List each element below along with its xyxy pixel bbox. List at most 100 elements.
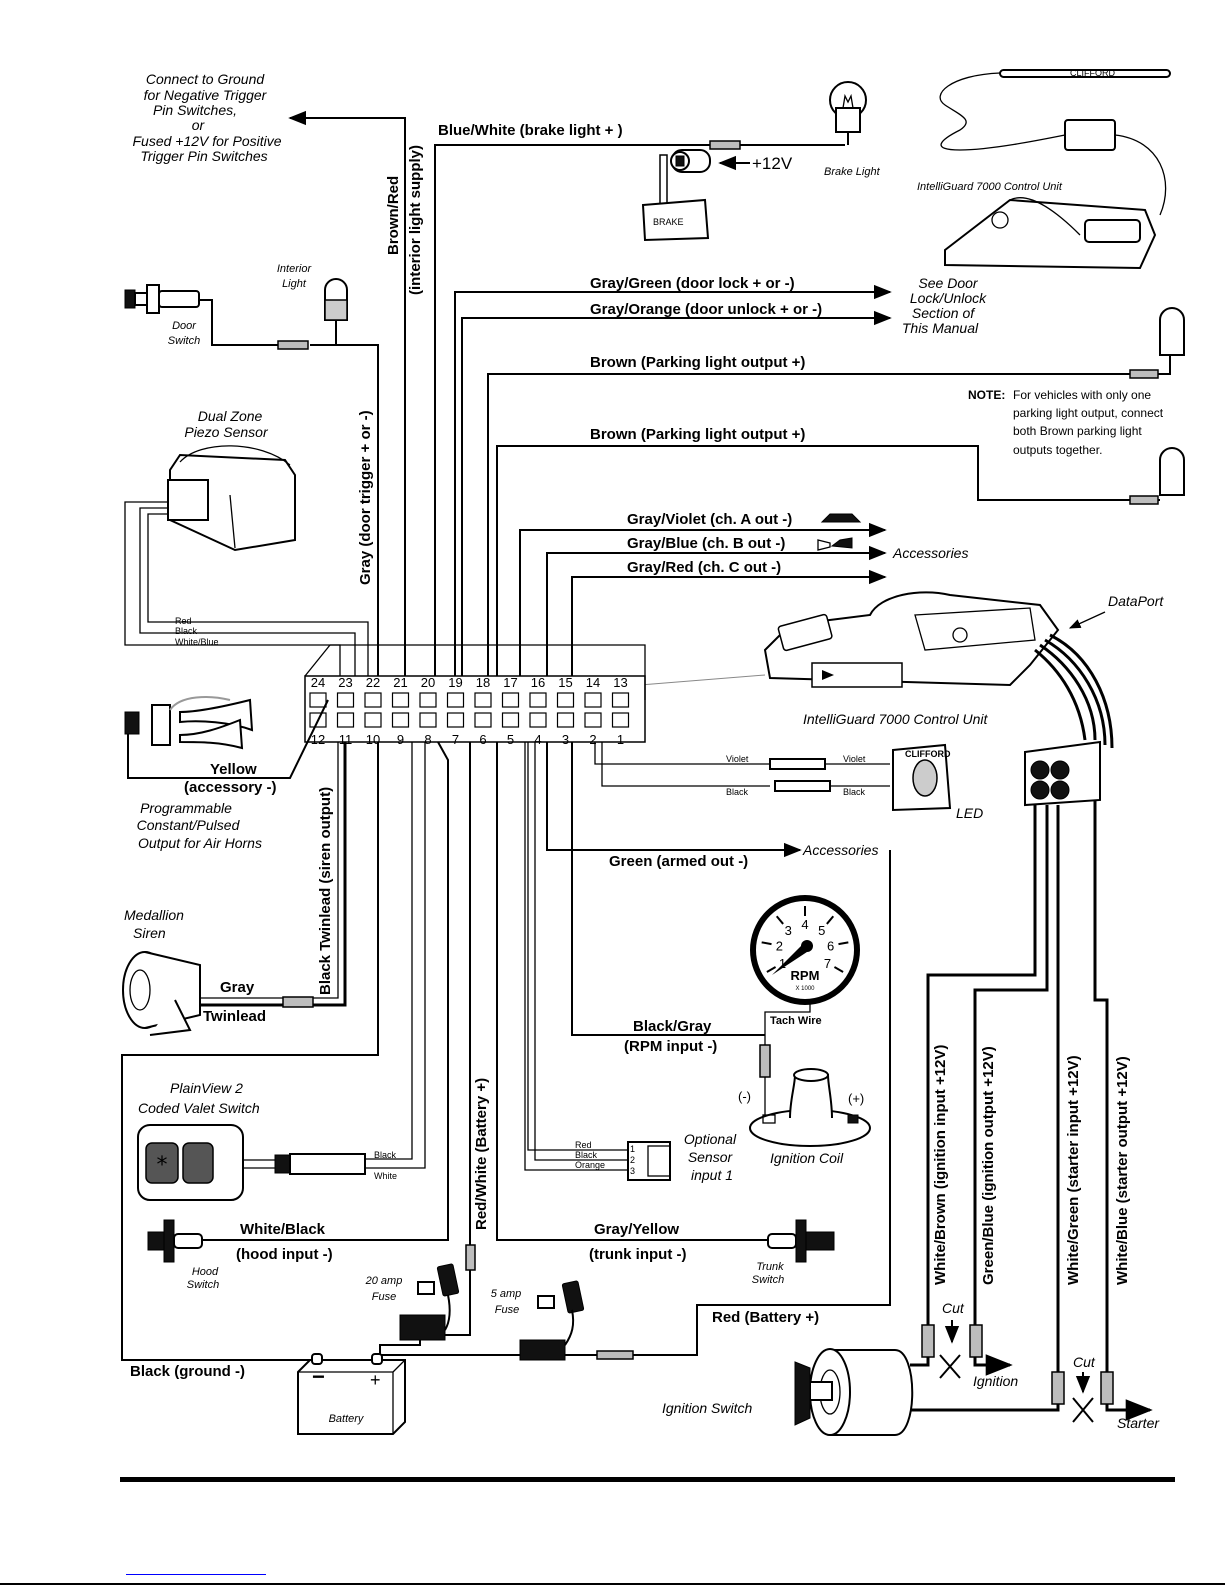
svg-text:Output for Air Horns: Output for Air Horns: [138, 835, 262, 851]
svg-text:Switch: Switch: [752, 1274, 784, 1286]
connector-pin-socket: [364, 712, 382, 728]
connector-pin-socket: [501, 712, 520, 728]
tach-tick: [826, 915, 835, 925]
brake-light-label: Brake Light: [824, 166, 881, 178]
ignition-coil-icon: [749, 1068, 871, 1147]
trigger-pin-note: Connect to Ground for Negative Trigger P…: [132, 71, 281, 164]
connector-pin-socket: [364, 692, 382, 708]
connector-pin-label: 24: [311, 675, 325, 690]
valet-white-wire: [365, 742, 426, 1169]
control-unit-label: IntelliGuard 7000 Control Unit: [803, 711, 989, 727]
connector-pin-socket: [556, 692, 575, 708]
gray-red-label: Gray/Red (ch. C out -): [627, 559, 781, 576]
svg-text:Fused +12V for Positive: Fused +12V for Positive: [132, 133, 281, 149]
connector-pin-socket: [446, 692, 465, 708]
svg-text:This Manual: This Manual: [902, 320, 979, 336]
red-battery-wire: [633, 850, 891, 1356]
cut-mark-starter: [1072, 1372, 1094, 1423]
door-switch-label: Door Switch: [168, 320, 200, 347]
sensor-wire-labels: Red Black Orange: [575, 1140, 605, 1170]
violet-led-wire: [594, 742, 770, 765]
gray-violet-wire: [519, 522, 887, 685]
white-blue-label: White/Blue (starter output +12V): [1114, 1056, 1131, 1285]
svg-text:Trunk: Trunk: [756, 1261, 784, 1273]
white-green-label: White/Green (starter input +12V): [1065, 1055, 1082, 1285]
svg-text:Switch: Switch: [187, 1279, 219, 1291]
black-ground-wire: [121, 742, 379, 1361]
tach-number: 1: [779, 956, 786, 971]
valet-white-label: White: [374, 1171, 397, 1181]
piezo-sensor-icon: [167, 445, 296, 552]
sensor-plug-icon: 1 2 3: [627, 1141, 671, 1181]
fuse-20a-icon: [399, 1263, 460, 1341]
tach-number: 5: [818, 923, 825, 938]
red-white-label: Red/White (Battery +): [473, 1078, 490, 1230]
starter-output-label: Starter: [1117, 1415, 1160, 1431]
trunk-switch-label: Trunk Switch: [752, 1261, 784, 1286]
svg-text:Fuse: Fuse: [495, 1304, 519, 1316]
svg-text:CLIFFORD: CLIFFORD: [1070, 68, 1116, 78]
connector-pin-label: 13: [613, 675, 627, 690]
fuse-20a-label: 20 amp Fuse: [365, 1275, 403, 1303]
tach-number: 7: [824, 956, 831, 971]
control-unit-icon: [763, 591, 1060, 688]
interior-light-label: Interior Light: [277, 263, 313, 290]
gray-door-trigger-label: Gray (door trigger + or -): [357, 410, 374, 585]
svg-text:2: 2: [630, 1155, 635, 1165]
connector-pin-label: 1: [617, 732, 624, 747]
interior-light-bulb-icon: [324, 278, 348, 321]
hood-switch-icon: [147, 1219, 203, 1263]
svg-text:CLIFFORD: CLIFFORD: [905, 749, 951, 759]
gray-blue-wire: [546, 545, 887, 685]
led-wire-labels: Violet Black Violet Black: [726, 754, 866, 797]
siren-label: Medallion Siren: [124, 907, 184, 941]
svg-text:PlainView 2: PlainView 2: [170, 1080, 243, 1096]
blue-white-label: Blue/White (brake light + ): [438, 122, 623, 139]
svg-text:Orange: Orange: [575, 1160, 605, 1170]
svg-text:Coded Valet Switch: Coded Valet Switch: [138, 1100, 260, 1116]
svg-text:Constant/Pulsed: Constant/Pulsed: [137, 817, 241, 833]
svg-text:Optional: Optional: [684, 1131, 737, 1147]
connector-pin-socket: [474, 692, 492, 708]
connector-pin-socket: [336, 692, 355, 708]
brown-parking-wire-2: [496, 445, 1160, 685]
connector-pin-label: 7: [452, 732, 459, 747]
connector-pin-socket: [584, 712, 602, 728]
footer-link-underline[interactable]: [126, 1574, 266, 1575]
svg-text:See Door: See Door: [918, 275, 978, 291]
svg-text:Pin Switches,: Pin Switches,: [153, 102, 237, 118]
svg-text:Connect to Ground: Connect to Ground: [146, 71, 266, 87]
svg-text:Dual Zone: Dual Zone: [198, 408, 263, 424]
yellow-wire: [127, 699, 329, 779]
svg-text:Fuse: Fuse: [372, 1291, 396, 1303]
svg-text:5 amp: 5 amp: [491, 1288, 522, 1300]
svg-text:Programmable: Programmable: [140, 800, 232, 816]
svg-text:Switch: Switch: [168, 335, 200, 347]
svg-text:Medallion: Medallion: [124, 907, 184, 923]
footer-rule: [120, 1477, 1175, 1482]
siren-icon: [122, 951, 201, 1036]
connector-pin-label: 12: [311, 732, 325, 747]
cut-label-2: Cut: [1073, 1354, 1096, 1370]
svg-text:Piezo Sensor: Piezo Sensor: [184, 424, 269, 440]
fuse-5a-icon: [519, 1280, 585, 1361]
air-horn-note: Programmable Constant/Pulsed Output for …: [137, 800, 262, 851]
tach-tick: [838, 941, 849, 946]
white-black-label: White/Black: [240, 1221, 326, 1238]
parking-light-bulb-icon-1: [1159, 307, 1185, 356]
black-led-wire: [601, 742, 770, 787]
piezo-wire-labels: Red Black White/Blue: [175, 616, 219, 647]
battery-icon: − + Battery: [297, 1353, 406, 1435]
connector-pin-socket: [611, 712, 630, 728]
tach-wire-label: Tach Wire: [770, 1015, 822, 1027]
connector-pin-label: 9: [397, 732, 404, 747]
tach-number: 6: [827, 938, 834, 953]
connector-pin-label: 10: [366, 732, 380, 747]
connector-pin-label: 15: [558, 675, 572, 690]
connector-pin-socket: [391, 712, 410, 728]
connector-pin-socket: [501, 692, 520, 708]
cut-mark-ignition: [939, 1320, 961, 1379]
ignition-output-label: Ignition: [973, 1373, 1018, 1389]
white-black-sub-label: (hood input -): [236, 1246, 333, 1263]
